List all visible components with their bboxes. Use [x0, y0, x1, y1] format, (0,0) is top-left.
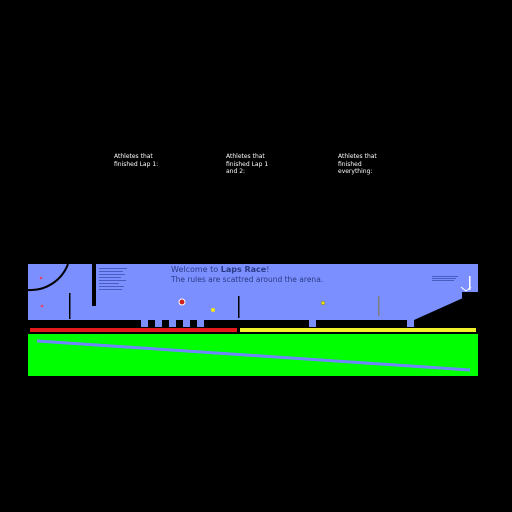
ramp-platform — [462, 292, 478, 298]
welcome-prefix: Welcome to — [171, 265, 221, 274]
all-finishers-label: Athletes that finished everything: — [338, 153, 377, 175]
game-name: Laps Race — [220, 265, 267, 274]
red-track — [30, 328, 237, 332]
player-marker[interactable] — [178, 298, 186, 306]
pink-dot-2 — [40, 304, 44, 308]
diagonal-line — [36, 339, 471, 372]
step-block-5 — [197, 320, 204, 327]
welcome-subtitle: The rules are scattred around the arena. — [171, 275, 324, 284]
floor-gap — [316, 320, 407, 327]
post-3 — [469, 276, 471, 290]
pink-dot-1 — [39, 276, 43, 280]
floor-gap — [414, 320, 478, 327]
welcome-suffix: ! — [266, 265, 270, 274]
step-block-4 — [183, 320, 190, 327]
rules-text-right — [432, 275, 460, 283]
floor-gap — [204, 320, 309, 327]
checkpoint-marker[interactable] — [211, 308, 215, 312]
loop-arc — [27, 263, 69, 292]
welcome-title: Welcome to Laps Race! — [171, 265, 269, 274]
yellow-track — [240, 328, 476, 332]
floor-gap — [190, 320, 197, 327]
arrow-marker — [460, 286, 472, 292]
left-post — [69, 293, 71, 319]
step-block-1 — [141, 320, 148, 327]
lap1-finishers-label: Athletes that finished Lap 1: — [114, 153, 159, 168]
floor-gap — [162, 320, 169, 327]
rules-text-left — [99, 266, 129, 304]
floor-gap — [148, 320, 155, 327]
step-block-2 — [155, 320, 162, 327]
step-block-3 — [169, 320, 176, 327]
start-wall — [92, 264, 96, 306]
step-block-6 — [309, 320, 316, 327]
lap12-finishers-label: Athletes that finished Lap 1 and 2: — [226, 153, 269, 175]
right-ramp — [414, 298, 478, 320]
coin-marker[interactable] — [320, 300, 326, 306]
floor-gap — [176, 320, 183, 327]
post-1 — [238, 296, 240, 318]
post-2 — [378, 296, 380, 316]
step-block-7 — [407, 320, 414, 327]
floor-gap-left — [28, 320, 141, 327]
